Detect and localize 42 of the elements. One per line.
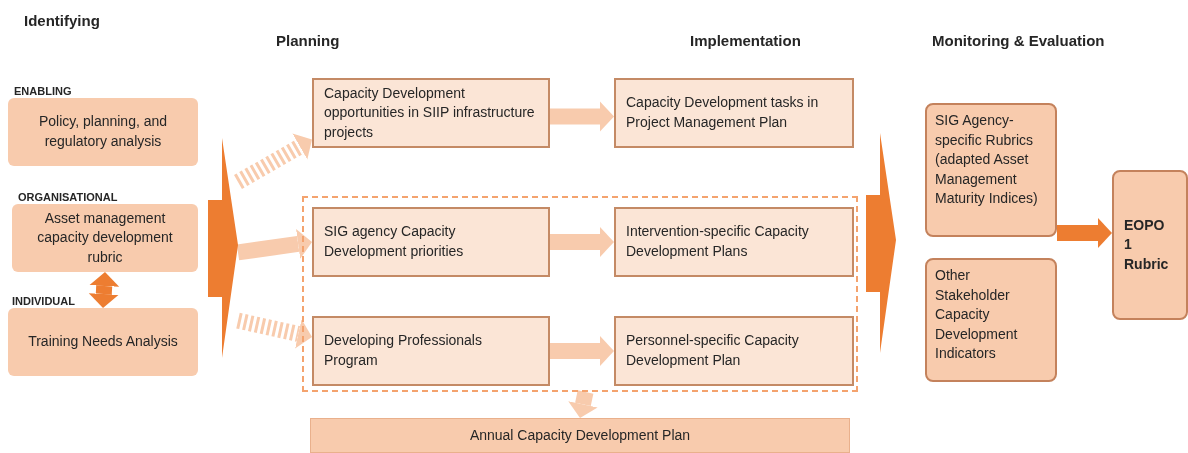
process-box bbox=[925, 103, 1057, 237]
block-arrow bbox=[550, 227, 614, 257]
block-arrow bbox=[88, 272, 120, 308]
phase-heading: Implementation bbox=[690, 32, 801, 49]
box-text: Intervention-specific Capacity Development Plans bbox=[626, 222, 810, 261]
process-box bbox=[614, 316, 854, 386]
box-text: Policy, planning, and regulatory analysis bbox=[37, 112, 169, 151]
box-text: EOPO 1 Rubric bbox=[1124, 215, 1170, 274]
process-box bbox=[312, 207, 550, 277]
process-box bbox=[8, 308, 198, 376]
block-arrow bbox=[568, 390, 598, 418]
phase-heading: Identifying bbox=[24, 12, 100, 29]
box-text: Capacity Development opportunities in SIIP infrastructure projects bbox=[324, 83, 536, 142]
level-heading: INDIVIDUAL bbox=[12, 295, 75, 307]
block-arrow bbox=[550, 336, 614, 366]
level-heading: ORGANISATIONAL bbox=[18, 191, 118, 203]
box-text: Other Stakeholder Capacity Development Indicators bbox=[935, 266, 1019, 364]
block-arrow bbox=[550, 101, 614, 132]
plan-band bbox=[310, 418, 850, 453]
box-text: SIG Agency-specific Rubrics (adapted Asset Management Maturity Indices) bbox=[935, 111, 1039, 209]
box-text: Asset management capacity development rubric bbox=[36, 208, 174, 267]
process-box bbox=[614, 78, 854, 148]
box-text: Developing Professionals Program bbox=[324, 331, 483, 370]
box-text: SIG agency Capacity Development priorities bbox=[324, 222, 465, 261]
box-text: Training Needs Analysis bbox=[28, 332, 178, 352]
block-arrow bbox=[234, 133, 312, 189]
box-text: Capacity Development tasks in Project Management Plan bbox=[626, 93, 820, 132]
goal-box bbox=[1112, 170, 1188, 320]
phase-heading: Monitoring & Evaluation bbox=[932, 32, 1105, 49]
block-arrow bbox=[1057, 218, 1112, 248]
dashed-group-frame bbox=[302, 196, 858, 392]
process-box bbox=[312, 316, 550, 386]
level-heading: ENABLING bbox=[14, 85, 72, 97]
box-text: Personnel-specific Capacity Development Plan bbox=[626, 331, 800, 370]
phase-heading: Planning bbox=[276, 32, 340, 49]
process-box bbox=[614, 207, 854, 277]
process-box bbox=[12, 204, 198, 272]
process-box bbox=[312, 78, 550, 148]
box-text: Annual Capacity Development Plan bbox=[469, 425, 691, 445]
process-box bbox=[925, 258, 1057, 382]
process-box bbox=[8, 98, 198, 166]
block-arrow bbox=[236, 312, 312, 349]
